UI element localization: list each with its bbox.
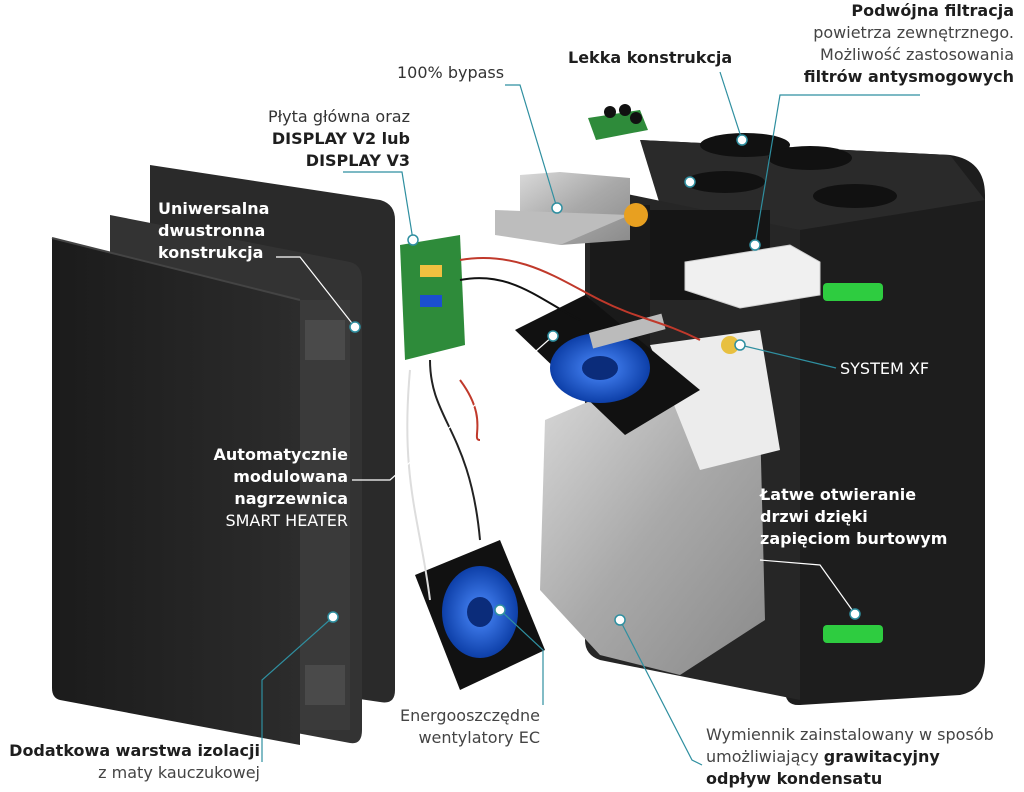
- system-xf-sensor: [624, 203, 739, 354]
- insulation-line2: z maty kauczukowej: [98, 763, 260, 782]
- filtration-line4: filtrów antysmogowych: [803, 67, 1014, 86]
- leader-lines: [261, 71, 920, 766]
- door-latch-clips: [823, 283, 883, 643]
- fans-line1: Energooszczędne: [399, 706, 540, 725]
- universal-line3: konstrukcja: [158, 243, 264, 262]
- ec-fan-bottom: [415, 540, 545, 690]
- fans-line2: wentylatory EC: [418, 728, 540, 747]
- display-board: [588, 104, 648, 140]
- door-latch-label: Łatwe otwieranie drzwi dzięki zapięciom …: [760, 484, 947, 550]
- bypass-damper: [495, 172, 630, 245]
- mainboard-line3: DISPLAY V3: [305, 151, 410, 170]
- universal-line2: dwustronna: [158, 221, 266, 240]
- mainboard-pcb: [400, 235, 465, 360]
- bypass-text: 100% bypass: [397, 63, 505, 82]
- lightweight-text: Lekka konstrukcja: [568, 48, 733, 67]
- mainboard-line1: Płyta główna oraz: [267, 107, 410, 126]
- filtration-line3: Możliwość zastosowania: [820, 45, 1014, 64]
- exchanger-line2a: umożliwiający: [706, 747, 824, 766]
- door-line3: zapięciom burtowym: [760, 529, 948, 548]
- fans-label: Energooszczędne wentylatory EC: [400, 705, 540, 749]
- insulation-label: Dodatkowa warstwa izolacji z maty kauczu…: [9, 740, 260, 784]
- wiring: [406, 257, 701, 601]
- leader-dots: [327, 134, 861, 626]
- heater-line4: SMART HEATER: [225, 511, 348, 530]
- universal-label: Uniwersalna dwustronna konstrukcja: [158, 198, 269, 264]
- mainboard-label: Płyta główna oraz DISPLAY V2 lub DISPLAY…: [268, 106, 410, 172]
- system-xf-text: SYSTEM XF: [840, 359, 930, 378]
- filtration-line1: Podwójna filtracja: [851, 1, 1014, 20]
- insulation-line1: Dodatkowa warstwa izolacji: [9, 741, 260, 760]
- front-door-panel: [51, 237, 301, 745]
- filtration-line2: powietrza zewnętrznego.: [813, 23, 1014, 42]
- system-xf-label: SYSTEM XF: [840, 358, 929, 380]
- door-line1: Łatwe otwieranie: [760, 485, 917, 504]
- exchanger-line3: odpływ kondensatu: [706, 769, 883, 788]
- filter: [684, 244, 821, 309]
- lightweight-label: Lekka konstrukcja: [568, 47, 732, 69]
- heater-line3: nagrzewnica: [234, 489, 348, 508]
- heater-line2: modulowana: [233, 467, 348, 486]
- filtration-label: Podwójna filtracja powietrza zewnętrzneg…: [804, 0, 1014, 88]
- universal-line1: Uniwersalna: [158, 199, 270, 218]
- heater-line1: Automatycznie: [213, 445, 348, 464]
- heater-label: Automatycznie modulowana nagrzewnica SMA…: [214, 444, 348, 532]
- exchanger-label: Wymiennik zainstalowany w sposób umożliw…: [706, 724, 994, 790]
- door-line2: drzwi dzięki: [760, 507, 868, 526]
- ec-fan-top: [515, 295, 700, 435]
- heat-exchanger: [540, 330, 780, 675]
- bypass-label: 100% bypass: [397, 62, 504, 84]
- exchanger-line1: Wymiennik zainstalowany w sposób: [706, 725, 994, 744]
- exchanger-line2b: grawitacyjny: [823, 747, 940, 766]
- mainboard-line2: DISPLAY V2 lub: [271, 129, 410, 148]
